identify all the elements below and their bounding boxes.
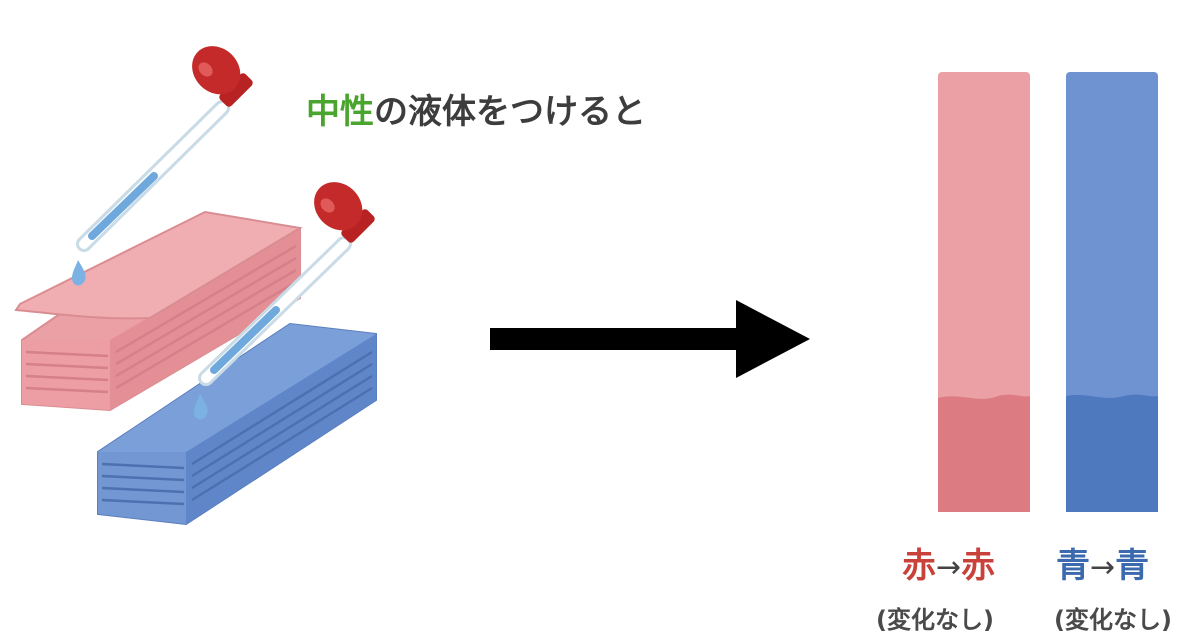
red-from: 赤: [902, 546, 936, 586]
blue-from: 青: [1056, 546, 1090, 586]
blue-result-label: 青→青: [1056, 538, 1149, 587]
red-arrow: →: [936, 550, 962, 585]
blue-arrow: →: [1090, 550, 1116, 585]
water-drop: [72, 260, 86, 286]
red-litmus-paper-stack: [14, 210, 303, 412]
red-no-change-note: (変化なし): [876, 606, 994, 634]
caption: 中性の液体をつけると: [306, 84, 646, 133]
right-arrow-icon: [490, 300, 810, 378]
dropper-icon: [198, 182, 375, 386]
red-result-label: 赤→赤: [902, 538, 995, 587]
caption-highlight: 中性: [306, 92, 374, 132]
blue-litmus-strip: [1066, 72, 1158, 512]
caption-rest: の液体をつけると: [374, 92, 646, 132]
water-drop: [194, 394, 208, 420]
blue-litmus-paper-stack: [97, 322, 377, 526]
dropper-icon: [76, 46, 253, 252]
blue-no-change-note: (変化なし): [1054, 606, 1172, 634]
blue-to: 青: [1115, 546, 1150, 586]
red-to: 赤: [961, 546, 996, 586]
red-litmus-strip: [938, 72, 1030, 512]
